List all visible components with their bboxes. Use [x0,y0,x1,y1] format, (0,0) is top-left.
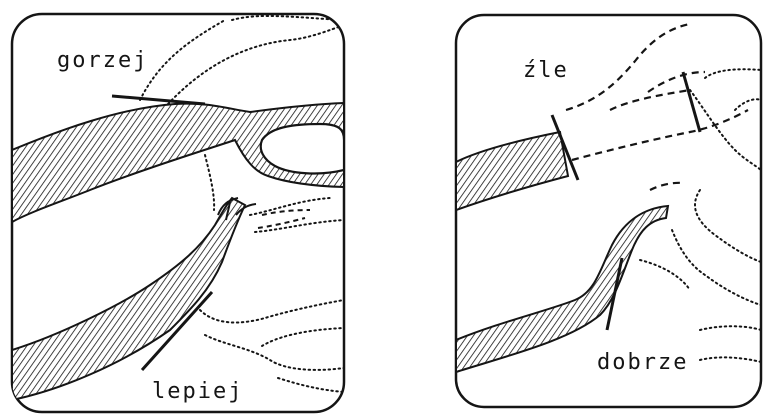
right-dashed-channel [566,24,748,190]
right-lower-stream [456,206,668,372]
left-worse-cross-line [112,96,205,104]
right-upper-stream [456,132,568,210]
right-panel [456,15,761,407]
left-lower-stream [12,198,245,400]
label-bad: źle [523,60,569,82]
label-worse: gorzej [57,50,148,72]
label-better: lepiej [152,381,243,403]
label-good: dobrze [597,352,688,374]
right-bad-cross-line-2 [683,72,700,132]
left-panel [12,14,344,412]
left-island [261,124,344,173]
